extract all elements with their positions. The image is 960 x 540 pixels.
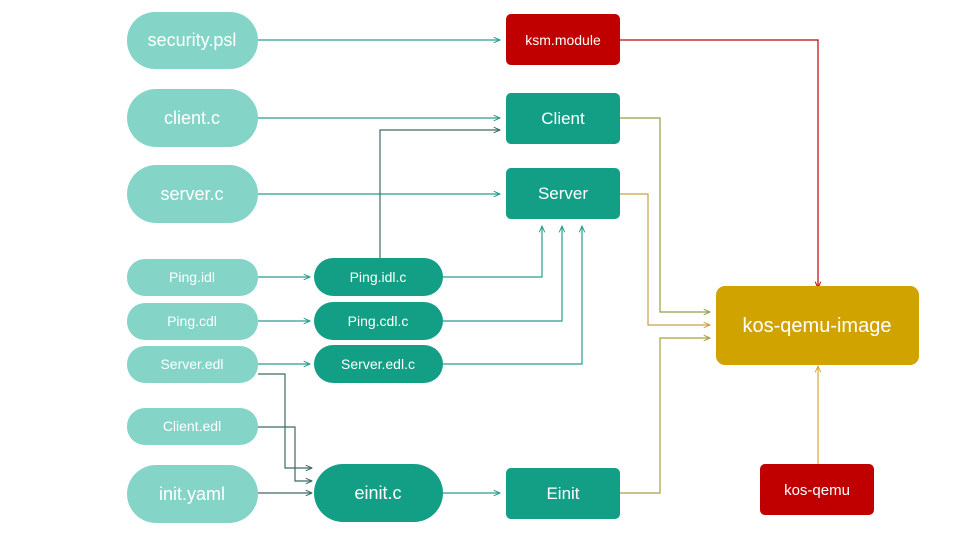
node-einit-c-label: einit.c xyxy=(354,483,401,503)
node-init-yaml: init.yaml xyxy=(127,465,258,523)
node-security-psl-label: security.psl xyxy=(148,30,237,50)
node-client-label: Client xyxy=(541,109,585,128)
node-kos-qemu-image: kos-qemu-image xyxy=(716,286,919,365)
node-ping-idl-c: Ping.idl.c xyxy=(314,258,443,296)
node-ping-idl: Ping.idl xyxy=(127,259,258,296)
edge-server-edl-to-einit-c xyxy=(258,373,312,468)
node-client: Client xyxy=(506,93,620,144)
node-einit: Einit xyxy=(506,468,620,519)
node-kos-qemu: kos-qemu xyxy=(760,464,874,515)
node-ping-cdl: Ping.cdl xyxy=(127,303,258,340)
node-server-edl-c-label: Server.edl.c xyxy=(341,356,415,372)
edge-einit-to-image xyxy=(620,338,710,494)
node-ksm-module-label: ksm.module xyxy=(525,32,601,48)
edge-ping-cdl-c-to-server xyxy=(443,226,562,322)
node-ping-idl-c-label: Ping.idl.c xyxy=(350,269,407,285)
node-einit-label: Einit xyxy=(546,484,579,503)
node-ping-cdl-label: Ping.cdl xyxy=(167,313,217,329)
node-init-yaml-label: init.yaml xyxy=(159,484,225,504)
node-security-psl: security.psl xyxy=(127,12,258,69)
node-ksm-module: ksm.module xyxy=(506,14,620,65)
node-ping-cdl-c: Ping.cdl.c xyxy=(314,302,443,340)
edge-client-edl-to-einit-c xyxy=(258,426,312,481)
node-server-c: server.c xyxy=(127,165,258,223)
edge-ksm-to-image xyxy=(620,39,818,288)
node-ping-idl-label: Ping.idl xyxy=(169,269,215,285)
node-ping-cdl-c-label: Ping.cdl.c xyxy=(348,313,409,329)
node-server-edl-label: Server.edl xyxy=(160,356,223,372)
node-einit-c: einit.c xyxy=(314,464,443,522)
node-kos-qemu-label: kos-qemu xyxy=(784,482,850,499)
node-server-c-label: server.c xyxy=(160,184,223,204)
edge-server-edl-c-to-server xyxy=(443,226,582,365)
node-client-edl-label: Client.edl xyxy=(163,418,221,434)
node-server-label: Server xyxy=(538,184,588,203)
edge-ping-idl-c-to-client xyxy=(379,130,500,258)
node-server-edl-c: Server.edl.c xyxy=(314,345,443,383)
edge-server-to-image xyxy=(620,193,710,325)
node-client-c-label: client.c xyxy=(164,108,220,128)
node-client-edl: Client.edl xyxy=(127,408,258,445)
node-client-c: client.c xyxy=(127,89,258,147)
edge-ping-idl-c-to-server xyxy=(443,226,542,278)
edge-client-to-image xyxy=(620,117,710,312)
node-server: Server xyxy=(506,168,620,219)
node-kos-qemu-image-label: kos-qemu-image xyxy=(743,315,892,337)
node-server-edl: Server.edl xyxy=(127,346,258,383)
